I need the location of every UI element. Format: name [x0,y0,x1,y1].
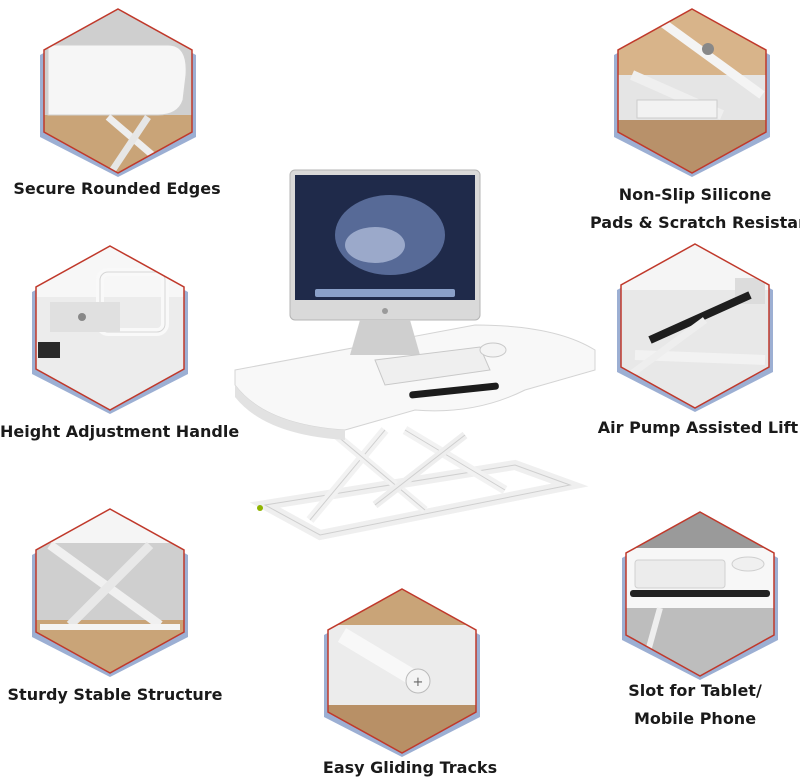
monitor [289,169,481,355]
feature-image-rounded-edges [40,8,196,177]
feature-label-air-pump: Air Pump Assisted Lift [597,418,799,437]
keyboard [374,346,491,386]
feature-label-gliding-tracks: Easy Gliding Tracks [322,758,498,777]
feature-image-gliding-tracks: + [324,588,480,757]
feature-label-tablet-slot: Slot for Tablet/ Mobile Phone [628,681,762,728]
feature-image-air-pump [617,243,773,412]
desk-base-frame [249,459,589,541]
feature-image-tablet-slot [622,511,778,680]
product-standing-desk-image [234,169,596,541]
feature-label-height-handle: Height Adjustment Handle [0,422,240,441]
feature-image-sturdy-structure [32,508,188,677]
svg-text:+: + [413,675,424,690]
feature-label-silicone-pads: Non-Slip Silicone Pads & Scratch Resista… [590,185,800,232]
mouse [479,342,507,358]
feature-image-height-handle [32,245,188,414]
scissor-lift-legs [257,426,508,523]
feature-label-rounded-edges: Secure Rounded Edges [13,179,221,198]
feature-image-silicone-pads [614,8,770,177]
feature-label-sturdy-structure: Sturdy Stable Structure [7,685,223,704]
